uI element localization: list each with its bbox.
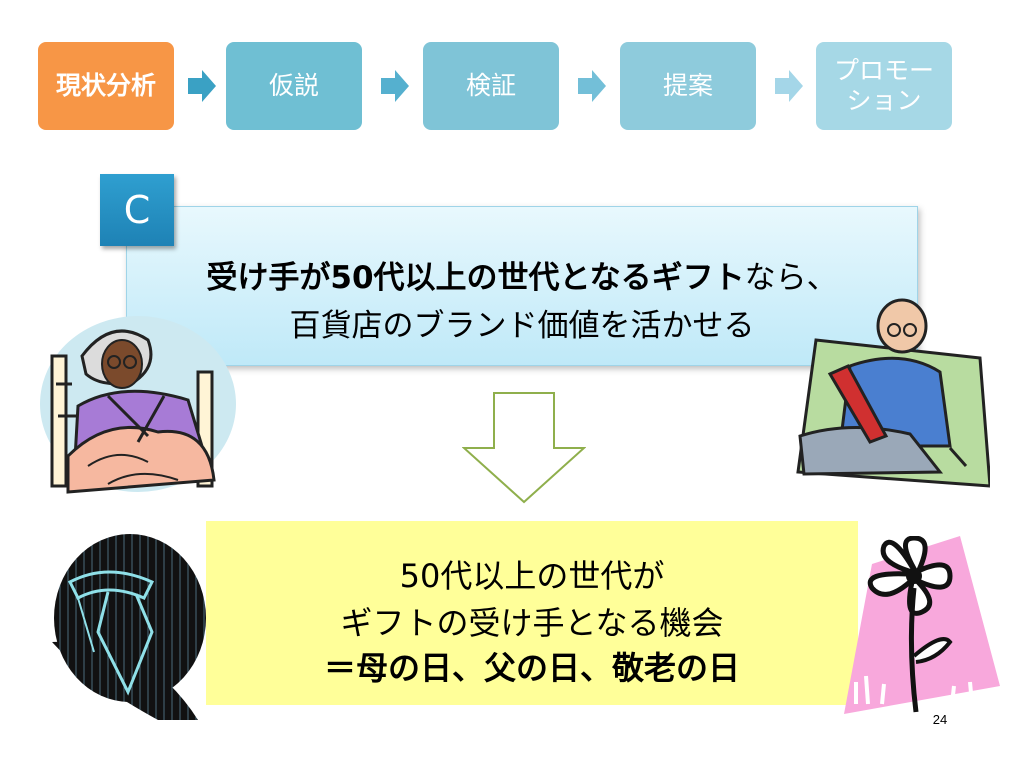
step-verification: 検証 bbox=[423, 42, 559, 130]
top-statement-line-1: 受け手が50代以上の世代となるギフトなら、 bbox=[126, 252, 918, 297]
arrow-right-icon bbox=[381, 70, 409, 102]
down-arrow-icon bbox=[462, 392, 586, 504]
arrow-right-icon bbox=[578, 70, 606, 102]
grandmother-knitting-illustration bbox=[40, 316, 236, 494]
step-current-analysis: 現状分析 bbox=[38, 42, 174, 130]
top-statement-box bbox=[126, 206, 918, 366]
top-statement-rest: なら、 bbox=[744, 260, 838, 296]
step-hypothesis: 仮説 bbox=[226, 42, 362, 130]
top-statement-line-2: 百貨店のブランド価値を活かせる bbox=[289, 308, 755, 344]
top-statement-bold: 受け手が50代以上の世代となるギフト bbox=[206, 260, 745, 296]
page-number: 24 bbox=[932, 712, 948, 727]
bottom-statement-line-3: ＝母の日、父の日、敬老の日 bbox=[323, 649, 740, 687]
bottom-statement-line-1: 50代以上の世代が bbox=[399, 557, 665, 595]
section-label: C bbox=[100, 174, 174, 246]
arrow-right-icon bbox=[188, 70, 216, 102]
bottom-statement-line-2: ギフトの受け手となる機会 bbox=[340, 604, 724, 642]
arrow-right-icon bbox=[775, 70, 803, 102]
step-promotion: プロモー ション bbox=[816, 42, 952, 130]
necktie-illustration bbox=[52, 534, 206, 720]
grandfather-reading-illustration bbox=[796, 298, 990, 488]
bottom-statement-box bbox=[206, 521, 858, 705]
step-proposal: 提案 bbox=[620, 42, 756, 130]
flower-illustration bbox=[844, 536, 1000, 714]
